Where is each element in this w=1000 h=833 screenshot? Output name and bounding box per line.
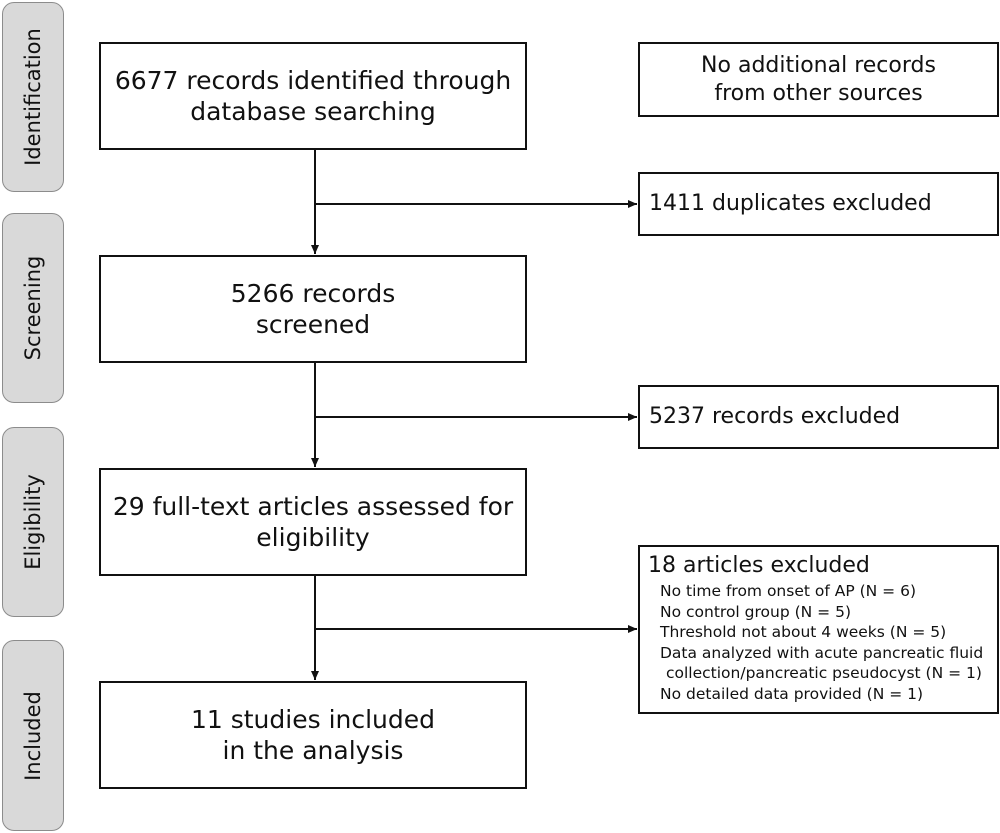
box-text-line: 5266 records	[230, 279, 396, 308]
exclusion-reason: No control group (N = 5)	[660, 602, 851, 621]
box-text-line: eligibility	[256, 523, 370, 552]
exclusion-reason: collection/pancreatic pseudocyst (N = 1)	[666, 664, 982, 682]
box-duplicates-excluded: 1411 duplicates excluded	[638, 172, 999, 236]
exclusion-reason: Threshold not about 4 weeks (N = 5)	[660, 623, 947, 641]
exclusion-reasons-list: No time from onset of AP (N = 6) No cont…	[648, 581, 989, 704]
box-heading: 18 articles excluded	[648, 553, 870, 578]
box-text-line: 11 studies included	[190, 705, 436, 734]
box-text-line: No additional records	[701, 52, 936, 78]
exclusion-reason: No time from onset of AP (N = 6)	[660, 582, 917, 600]
box-records-screened: 5266 records screened	[99, 255, 527, 363]
box-articles-excluded: 18 articles excluded No time from onset …	[638, 545, 999, 714]
box-text-line: 6677 records identified through	[114, 66, 512, 95]
box-records-excluded: 5237 records excluded	[638, 385, 999, 449]
box-articles-assessed: 29 full-text articles assessed for eligi…	[99, 468, 527, 576]
phase-included: Included	[2, 640, 64, 831]
box-text-line: from other sources	[714, 80, 923, 106]
box-records-identified: 6677 records identified through database…	[99, 42, 527, 150]
phase-eligibility: Eligibility	[2, 427, 64, 617]
box-text-line: screened	[255, 310, 371, 339]
box-text-line: in the analysis	[222, 736, 404, 765]
exclusion-reason: No detailed data provided (N = 1)	[660, 684, 924, 703]
exclusion-reason: Data analyzed with acute pancreatic flui…	[660, 643, 984, 662]
box-text-line: 29 full-text articles assessed for	[112, 492, 514, 521]
box-text-line: database searching	[190, 97, 436, 126]
phase-identification: Identification	[2, 2, 64, 192]
box-studies-included: 11 studies included in the analysis	[99, 681, 527, 789]
box-text-line: 1411 duplicates excluded	[649, 191, 932, 216]
box-additional-records: No additional records from other sources	[638, 42, 999, 117]
box-text-line: 5237 records excluded	[649, 404, 901, 429]
phase-screening: Screening	[2, 213, 64, 403]
